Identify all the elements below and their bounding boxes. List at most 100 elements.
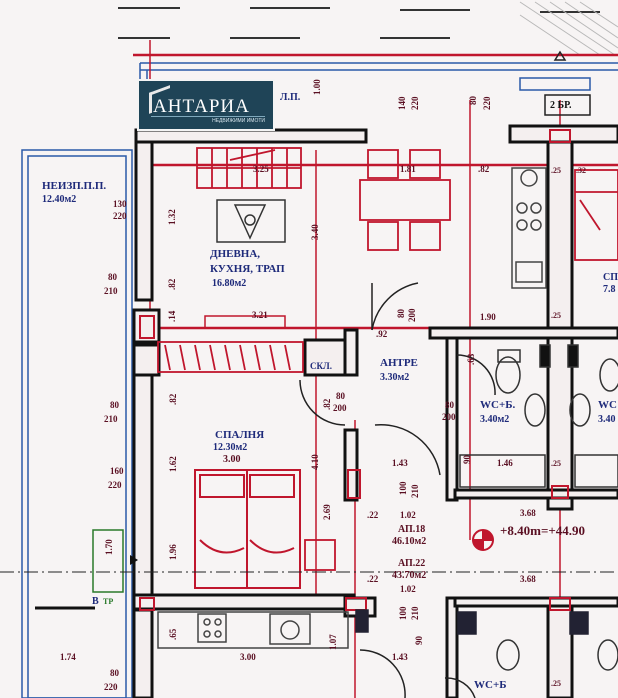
dim-label: 200 (407, 308, 417, 322)
dim-label: 220 (113, 211, 127, 221)
label-b: B (92, 596, 99, 607)
dim-label: 1.96 (168, 544, 178, 560)
dim-label: 220 (410, 96, 420, 110)
room-wc1-area: 3.40м2 (480, 414, 509, 425)
dim-label: .25 (551, 459, 561, 468)
dim-label: 80 (110, 668, 120, 678)
dim-label: 80 (336, 391, 346, 401)
room-right-area: 7.8 (603, 284, 616, 295)
dim-label: 160 (110, 466, 124, 476)
radiator (204, 315, 286, 329)
wardrobe (157, 341, 304, 373)
room-unheated-area: 12.40м2 (42, 194, 76, 205)
dim-label: 200 (333, 403, 347, 413)
dim-label: .14 (167, 310, 177, 322)
room-wc3-name: WC+Б (474, 679, 506, 691)
dim-label: 4.10 (310, 454, 320, 470)
dim-label: 210 (410, 606, 420, 620)
room-wc2-area: 3.40 (598, 414, 616, 425)
dim-label: .82 (478, 164, 490, 174)
door-swings (299, 282, 496, 698)
dim-label: 90 (414, 636, 424, 646)
dim-label: 1.02 (400, 510, 416, 520)
dim-label: 3.40 (310, 224, 320, 240)
dim-label: 100 (398, 481, 408, 495)
logo-subtitle: НЕДВИЖИМИ ИМОТИ (212, 118, 265, 124)
dim-label: 80 (110, 400, 120, 410)
dim-label: .32 (576, 166, 586, 175)
room-lp-name: Л.П. (280, 92, 301, 103)
apartment-18-name: АП.18 (398, 524, 425, 535)
dining-set (359, 149, 451, 251)
bed (194, 469, 301, 589)
dim-label: 220 (482, 96, 492, 110)
dim-label: 80 (396, 309, 406, 319)
apartment-22-name: АП.22 (398, 558, 425, 569)
dim-label: .25 (551, 166, 561, 175)
room-bedroom-area: 12.30м2 (213, 442, 247, 453)
dim-label: 1.07 (328, 634, 338, 650)
dim-label: 210 (104, 414, 118, 424)
room-unheated-name: НЕИЗП.П.П. (42, 180, 106, 192)
dim-label: .92 (376, 329, 388, 339)
dim-label: 140 (397, 96, 407, 110)
dim-label: 1.62 (168, 456, 178, 472)
dim-label: .65 (168, 628, 178, 640)
bathroom-fixtures (355, 344, 618, 671)
dim-label: 1.32 (167, 209, 177, 225)
dim-label: 3.21 (252, 310, 268, 320)
reference-lines (118, 7, 600, 39)
ornament-icon (216, 199, 286, 243)
lower-kitchen (157, 611, 349, 649)
dim-label: 1.90 (480, 312, 496, 322)
dim-label: 3.68 (520, 574, 536, 584)
balcony2-label: 2 БР. (550, 100, 572, 111)
room-hall-name: АНТРЕ (380, 357, 418, 369)
stair (196, 147, 302, 189)
dim-label: .22 (367, 574, 379, 584)
company-logo: АНТАРИА НЕДВИЖИМИ ИМОТИ (137, 79, 275, 131)
dim-label: 220 (108, 480, 122, 490)
dim-label: .82 (322, 398, 332, 410)
dim-label: 3.25 (253, 164, 269, 174)
dim-label: 100 (398, 606, 408, 620)
dim-label: 3.68 (520, 508, 536, 518)
room-storage-name: СКЛ. (310, 361, 332, 371)
room-bedroom-width: 3.00 (223, 454, 241, 465)
right-bed (574, 169, 618, 261)
kitchen-units (511, 167, 547, 289)
room-wc2-name: WC (598, 399, 617, 411)
wall-joints (139, 129, 571, 611)
level-marker-icon (472, 529, 494, 551)
room-living-name2: КУХНЯ, ТРАП (210, 263, 285, 275)
logo-divider (151, 116, 265, 117)
dim-label: 1.02 (400, 584, 416, 594)
dim-label: .82 (168, 393, 178, 405)
apartment-18-area: 46.10м2 (392, 536, 426, 547)
dim-label: 200 (442, 412, 456, 422)
dim-label: 80 (108, 272, 118, 282)
dim-label: .25 (551, 311, 561, 320)
dim-label: 130 (113, 199, 127, 209)
walls (132, 124, 618, 698)
room-wc1-name: WC+Б. (480, 399, 515, 411)
hatch-area (519, 1, 618, 56)
dim-label: 90 (462, 455, 472, 465)
dim-label: .25 (551, 679, 561, 688)
dim-label: 1.70 (104, 539, 114, 555)
dim-label: 2.69 (322, 504, 332, 520)
dim-label: 1.00 (312, 79, 322, 95)
dim-label: 210 (410, 484, 420, 498)
label-tp: ТР (103, 597, 113, 606)
room-living-name1: ДНЕВНА, (210, 248, 260, 260)
dim-label: 220 (104, 682, 118, 692)
room-right-name: СП (603, 272, 618, 283)
apartment-22-area: 43.70м2 (392, 570, 426, 581)
dim-label: 1.46 (497, 458, 513, 468)
level-label: +8.40m=+44.90 (500, 523, 585, 538)
room-bedroom-name: СПАЛНЯ (215, 429, 264, 441)
dim-label: .63 (466, 353, 476, 365)
dim-label: 1.81 (400, 164, 416, 174)
dim-label: 3.00 (240, 652, 256, 662)
dim-label: 80 (445, 400, 455, 410)
